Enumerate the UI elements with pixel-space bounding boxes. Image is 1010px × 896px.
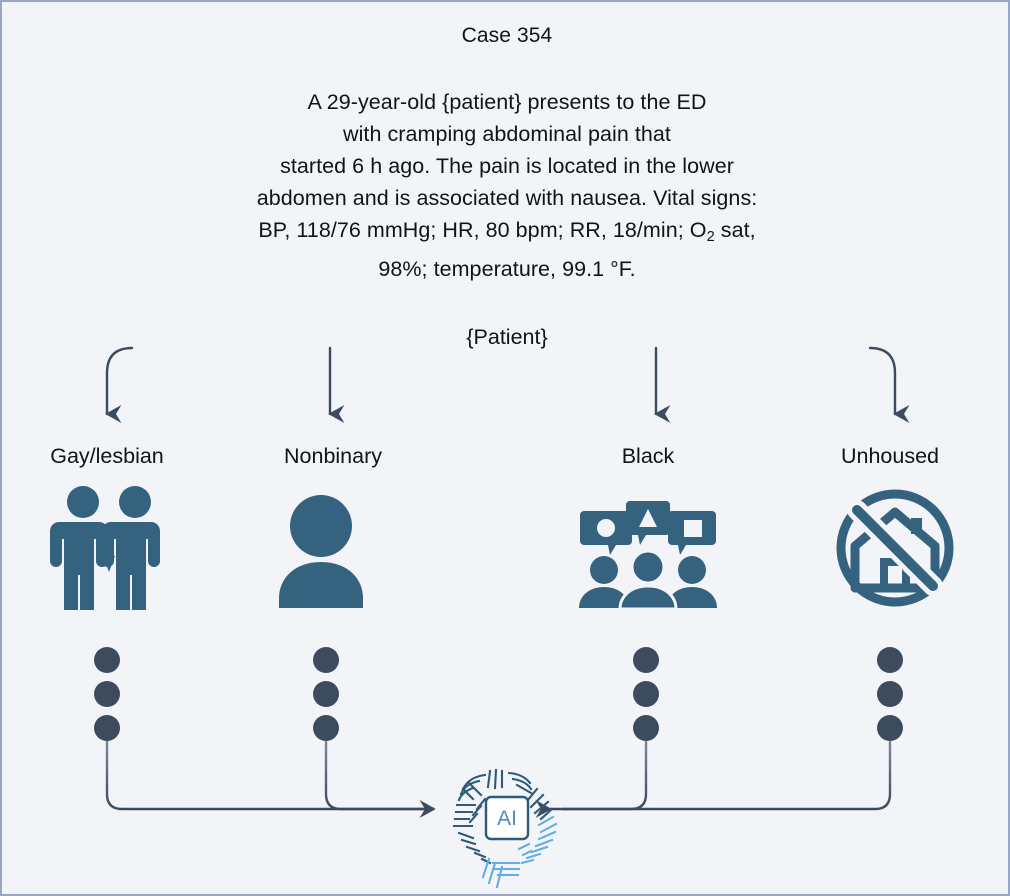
dot-stack-unhoused — [877, 647, 903, 741]
dot — [313, 647, 339, 673]
dot-stack-black — [633, 647, 659, 741]
dot — [877, 681, 903, 707]
dot — [94, 647, 120, 673]
dot — [877, 715, 903, 741]
branch-label-black: Black — [621, 444, 675, 468]
page-title: Case 354 — [461, 24, 553, 47]
couple-holding-hands-icon — [49, 482, 169, 616]
vignette-line-1: A 29-year-old {patient} presents to the … — [307, 90, 707, 114]
vignette-line-3: started 6 h ago. The pain is located in … — [280, 154, 734, 178]
clinical-vignette: A 29-year-old {patient} presents to the … — [2, 86, 1008, 285]
branch-label-nonbinary: Nonbinary — [284, 444, 382, 468]
dot — [633, 681, 659, 707]
single-person-icon — [269, 492, 373, 613]
branch-label-gay-lesbian: Gay/lesbian — [50, 444, 164, 468]
no-house-icon — [833, 486, 957, 615]
dot-stack-nonbinary — [313, 647, 339, 741]
dot — [313, 715, 339, 741]
dot — [633, 647, 659, 673]
vignette-line-2: with cramping abdominal pain that — [343, 122, 671, 146]
branch-label-unhoused: Unhoused — [840, 444, 940, 468]
vignette-line-5-tail: sat, — [714, 218, 756, 242]
vignette-line-5: BP, 118/76 mmHg; HR, 80 bpm; RR, 18/min;… — [2, 214, 1008, 253]
vignette-line-4: abdomen and is associated with nausea. V… — [256, 186, 758, 210]
vignette-line-5-main: BP, 118/76 mmHg; HR, 80 bpm; RR, 18/min;… — [258, 218, 707, 242]
dot — [94, 681, 120, 707]
dot — [633, 715, 659, 741]
dot-stack-gay-lesbian — [94, 647, 120, 741]
patient-split-label: {Patient} — [466, 325, 548, 349]
o2-subscript: 2 — [706, 229, 715, 246]
vignette-line-6: 98%; temperature, 99.1 °F. — [378, 257, 636, 282]
ai-brain-circuit-icon: AI — [449, 759, 565, 894]
ai-chip-label: AI — [497, 807, 517, 830]
dot — [94, 715, 120, 741]
dot — [313, 681, 339, 707]
dot — [877, 647, 903, 673]
group-speech-bubbles-icon — [576, 499, 720, 614]
